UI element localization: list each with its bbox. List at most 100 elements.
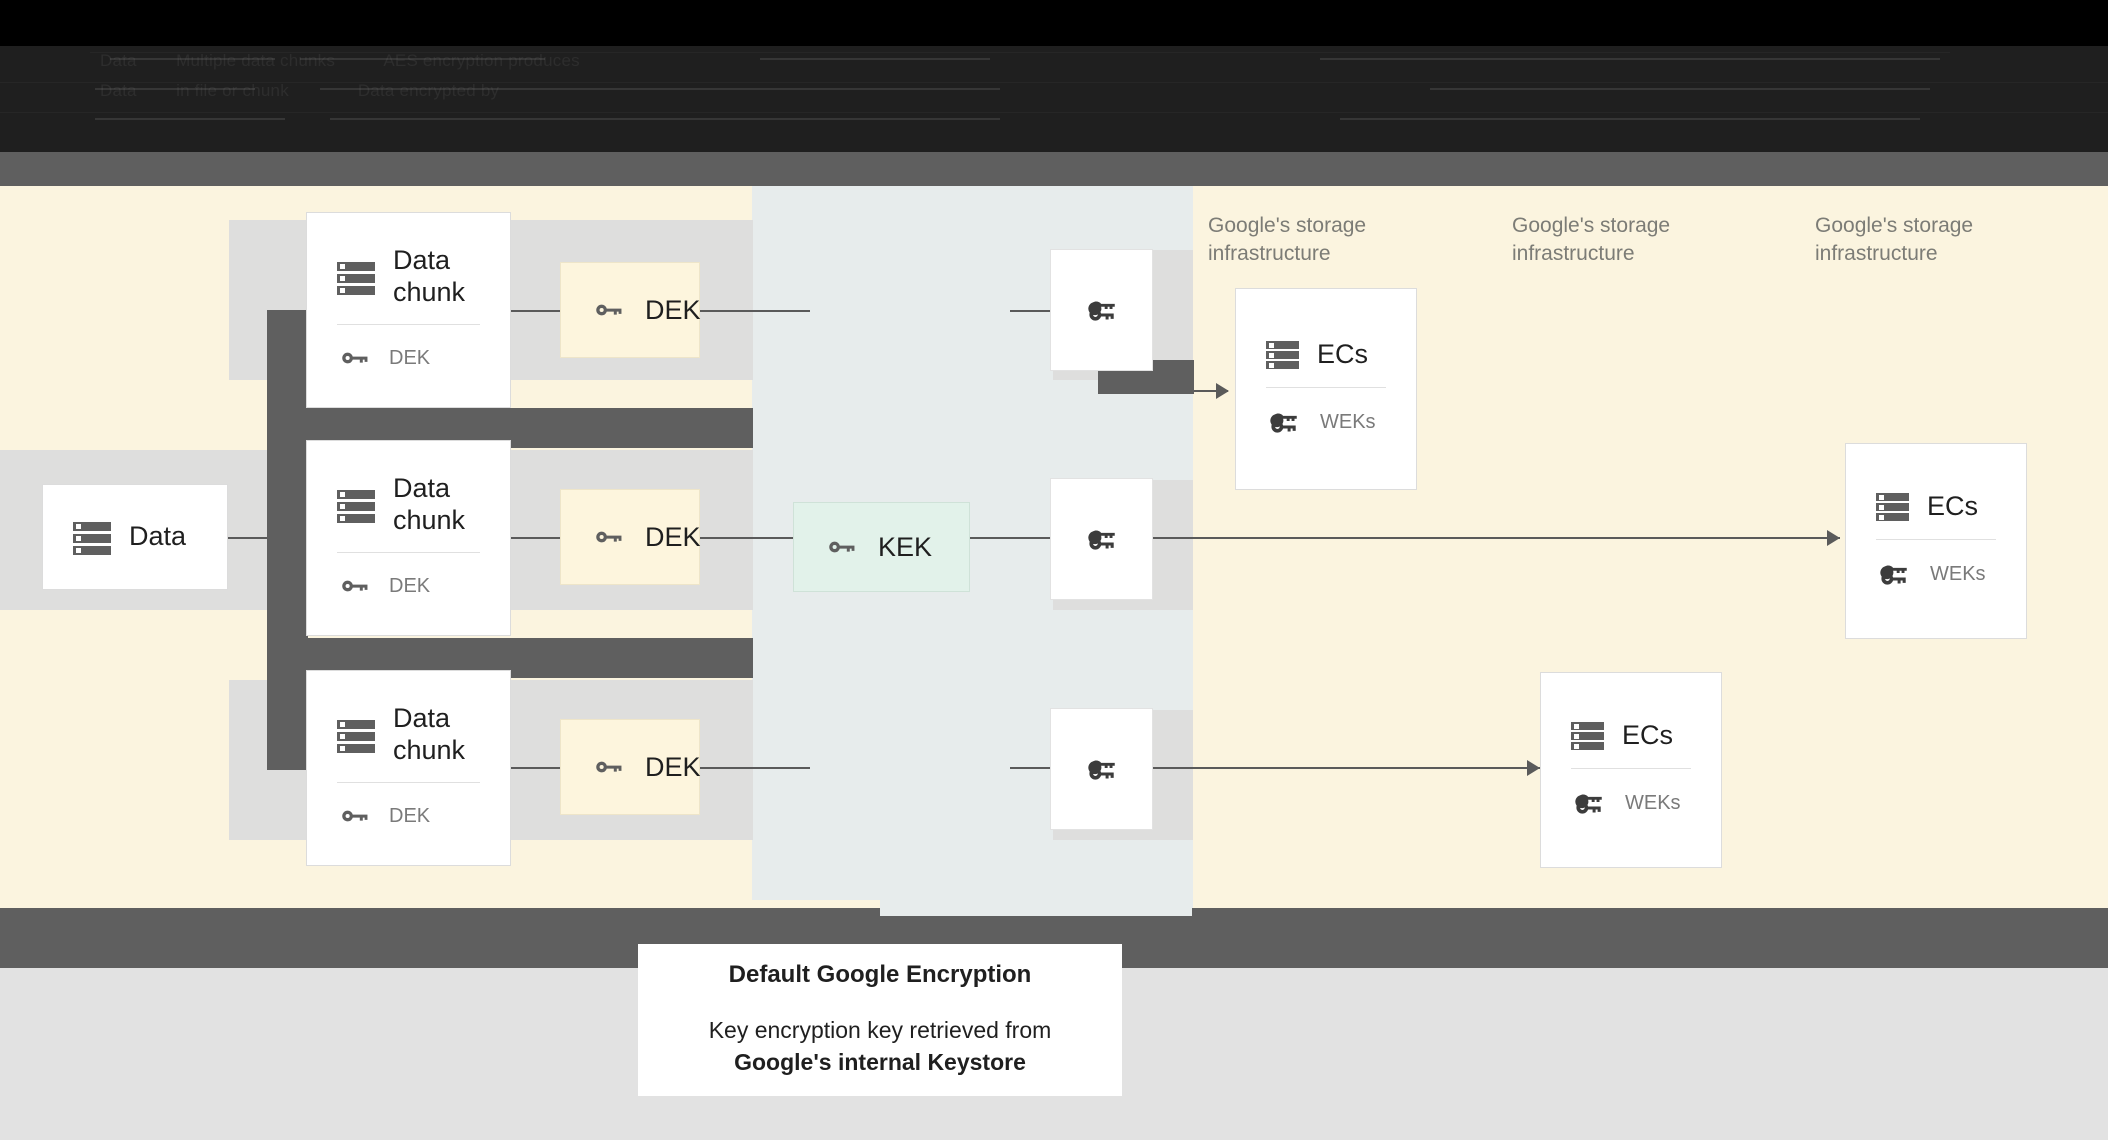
caption-body-lead: Key encryption key retrieved from xyxy=(708,1017,1052,1044)
header-smudge xyxy=(110,58,275,60)
card-divider xyxy=(337,782,480,784)
dek-box-1[interactable]: DEK xyxy=(560,262,701,358)
ec-card-3-header: ECs xyxy=(1541,719,1721,752)
key-icon xyxy=(824,530,858,564)
header-smudge xyxy=(1430,88,1930,90)
ec-card-2-key-label: WEKs xyxy=(1930,562,1986,585)
top-grey-band xyxy=(0,152,2108,186)
data-chunk-card-3-body: Data chunk DEK xyxy=(307,671,510,865)
connector-kek-to-wek-3 xyxy=(1010,767,1050,769)
connector-dek-to-wek-3 xyxy=(700,767,810,769)
connector-chunk-to-dek-3 xyxy=(500,767,560,769)
header-smudge xyxy=(330,118,1000,120)
ec-card-3-key-row: WEKs xyxy=(1541,785,1721,821)
ec-card-1-header: ECs xyxy=(1236,338,1416,371)
data-chunk-1-header: Data chunk xyxy=(307,245,510,309)
arrowhead-ec-3 xyxy=(1527,760,1540,776)
header-smudge xyxy=(0,112,2108,113)
header-smudge xyxy=(1340,118,1920,120)
caption-title: Default Google Encryption xyxy=(728,961,1032,989)
data-chunk-card-2[interactable]: Data chunk DEK xyxy=(306,440,511,636)
key-icon xyxy=(337,341,371,375)
ec-card-2-body: ECs WEKs xyxy=(1846,444,2026,638)
key-icon xyxy=(337,569,371,603)
wrapped-keys-icon xyxy=(1084,521,1120,557)
header-smudge xyxy=(300,58,545,60)
data-chunk-2-key-label: DEK xyxy=(389,574,431,597)
connector-dek-to-wek-1 xyxy=(700,310,810,312)
caption-card: Default Google Encryption Key encryption… xyxy=(638,944,1122,1096)
ec-card-1-key-row: WEKs xyxy=(1236,404,1416,440)
card-divider xyxy=(1876,539,1996,540)
ec-card-3-title: ECs xyxy=(1622,719,1674,750)
connector-data-to-bracket xyxy=(228,537,288,539)
ec-card-1-title: ECs xyxy=(1317,338,1369,369)
caption-body-strong: Google's internal Keystore xyxy=(734,1049,1026,1075)
data-chunk-2-title: Data chunk xyxy=(393,472,466,535)
data-source-card-body: Data xyxy=(43,485,227,589)
data-chunk-card-1[interactable]: Data chunk DEK xyxy=(306,212,511,408)
card-divider xyxy=(337,552,480,554)
wrapped-key-card-3[interactable] xyxy=(1050,708,1153,830)
database-stack-icon xyxy=(337,716,375,754)
caption-body: Key encryption key retrieved from Google… xyxy=(709,1015,1052,1078)
connector-kek-to-wek-1 xyxy=(1010,310,1050,312)
data-chunk-1-key-row: DEK xyxy=(307,341,510,375)
key-icon xyxy=(591,520,625,554)
database-stack-icon xyxy=(1876,490,1909,523)
connector-wek-to-ec-3 xyxy=(1150,767,1540,769)
card-divider xyxy=(1571,768,1691,769)
key-icon xyxy=(591,293,625,327)
header-smudge xyxy=(95,118,285,120)
data-source-row: Data xyxy=(43,518,227,556)
bottom-bluegrey-tab xyxy=(880,908,1192,916)
database-stack-icon xyxy=(337,486,375,524)
storage-infra-label-2: Google's storage infrastructure xyxy=(1512,214,1671,265)
header-notch xyxy=(0,140,252,154)
wrapped-key-card-2[interactable] xyxy=(1050,478,1153,600)
header-dark-strip xyxy=(0,46,2108,152)
data-chunk-2-key-row: DEK xyxy=(307,569,510,603)
storage-infra-label-3: Google's storage infrastructure xyxy=(1815,214,1974,265)
data-source-card[interactable]: Data xyxy=(42,484,228,590)
dek-box-2[interactable]: DEK xyxy=(560,489,701,585)
card-divider xyxy=(1266,387,1386,388)
header-smudge xyxy=(760,58,990,60)
wrapped-keys-icon xyxy=(1266,404,1302,440)
wrapped-keys-icon xyxy=(1876,556,1912,592)
header-obscured-line-2: Data in file or chunk Data encrypted by xyxy=(100,81,500,100)
arrowhead-ec-2 xyxy=(1827,530,1840,546)
dek-box-3[interactable]: DEK xyxy=(560,719,701,815)
connector-dek-to-wek-2 xyxy=(700,537,810,539)
dek-box-2-label: DEK xyxy=(645,521,701,552)
wrapped-keys-icon xyxy=(1084,292,1120,328)
storage-infra-label-1: Google's storage infrastructure xyxy=(1208,214,1367,265)
ec-card-2[interactable]: ECs WEKs xyxy=(1845,443,2027,639)
data-chunk-card-3[interactable]: Data chunk DEK xyxy=(306,670,511,866)
ec-card-2-title: ECs xyxy=(1927,490,1979,521)
data-chunk-3-header: Data chunk xyxy=(307,703,510,767)
fanout-bracket-stem xyxy=(267,310,308,770)
database-stack-icon xyxy=(73,518,111,556)
ec-card-2-header: ECs xyxy=(1846,490,2026,523)
kek-box[interactable]: KEK xyxy=(793,502,970,592)
kek-box-label: KEK xyxy=(878,531,933,562)
key-icon xyxy=(591,750,625,784)
ec-card-3-key-label: WEKs xyxy=(1625,791,1681,814)
header-smudge xyxy=(95,88,255,90)
wrapped-key-card-1[interactable] xyxy=(1050,249,1153,371)
header-smudge xyxy=(90,52,1950,53)
data-chunk-1-key-label: DEK xyxy=(389,346,431,369)
data-chunk-2-header: Data chunk xyxy=(307,473,510,537)
data-chunk-3-key-label: DEK xyxy=(389,804,431,827)
ec-card-1-key-label: WEKs xyxy=(1320,410,1376,433)
header-smudge xyxy=(0,82,2108,83)
wrapped-keys-icon xyxy=(1571,785,1607,821)
ec-card-1[interactable]: ECs WEKs xyxy=(1235,288,1417,490)
ec-card-3[interactable]: ECs WEKs xyxy=(1540,672,1722,868)
connector-chunk-to-dek-2 xyxy=(500,537,560,539)
wrapped-keys-icon xyxy=(1084,751,1120,787)
bottom-cream-tab xyxy=(752,900,880,908)
database-stack-icon xyxy=(337,258,375,296)
